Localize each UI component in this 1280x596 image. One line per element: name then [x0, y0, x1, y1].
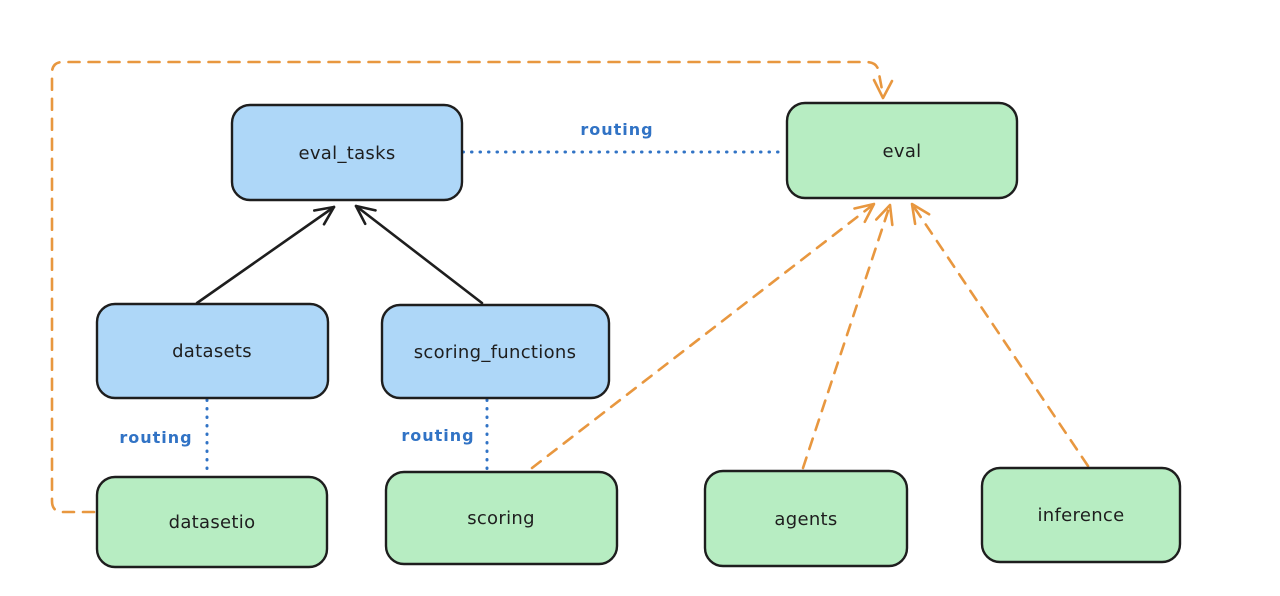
node-scoring-functions-box — [380, 303, 611, 400]
node-eval: eval — [785, 101, 1019, 200]
edge-datasetio-to-eval-arrowhead — [872, 78, 894, 100]
node-agents-box — [703, 469, 909, 568]
node-eval-box — [785, 101, 1019, 200]
edge-datasets-to-eval-tasks-arrowhead — [313, 205, 336, 226]
node-inference: inference — [980, 466, 1182, 564]
node-scoring-label: scoring — [467, 508, 535, 529]
routing-label-eval-tasks-eval: routing — [580, 120, 653, 139]
edge-datasets-to-eval-tasks-line — [195, 205, 336, 305]
node-eval-tasks: eval_tasks — [230, 103, 464, 202]
edge-inference-to-eval-arrowhead — [910, 202, 931, 226]
edge-agents-to-eval-arrowhead — [875, 203, 894, 227]
edge-scoring-functions-to-eval-tasks-arrowhead — [354, 204, 377, 226]
node-inference-box — [980, 466, 1182, 564]
routing-label-datasets-datasetio: routing — [119, 428, 192, 447]
node-scoring-box — [384, 470, 619, 566]
node-eval-tasks-label: eval_tasks — [298, 143, 395, 164]
node-eval-label: eval — [883, 141, 922, 162]
node-datasetio-box — [95, 475, 329, 569]
node-scoring-functions: scoring_functions — [380, 303, 611, 400]
node-datasets: datasets — [95, 302, 330, 400]
node-inference-label: inference — [1038, 505, 1125, 526]
edge-agents-to-eval-line — [801, 203, 892, 470]
node-agents-label: agents — [774, 509, 837, 530]
edge-scoring-functions-to-eval-tasks-line — [354, 204, 484, 305]
node-scoring-functions-label: scoring_functions — [414, 342, 577, 363]
edge-datasetio-to-eval-line — [50, 60, 885, 514]
edge-scoring-to-eval-line — [530, 202, 876, 470]
node-datasets-box — [95, 302, 330, 400]
node-datasetio-label: datasetio — [169, 512, 256, 533]
routing-label-scoring-functions-scoring: routing — [401, 426, 474, 445]
node-datasetio: datasetio — [95, 475, 329, 569]
node-datasets-label: datasets — [172, 341, 252, 362]
node-agents: agents — [703, 469, 909, 568]
node-eval-tasks-box — [230, 103, 464, 202]
edge-inference-to-eval-line — [910, 202, 1090, 468]
edge-scoring-to-eval-arrowhead — [853, 202, 876, 224]
node-scoring: scoring — [384, 470, 619, 566]
